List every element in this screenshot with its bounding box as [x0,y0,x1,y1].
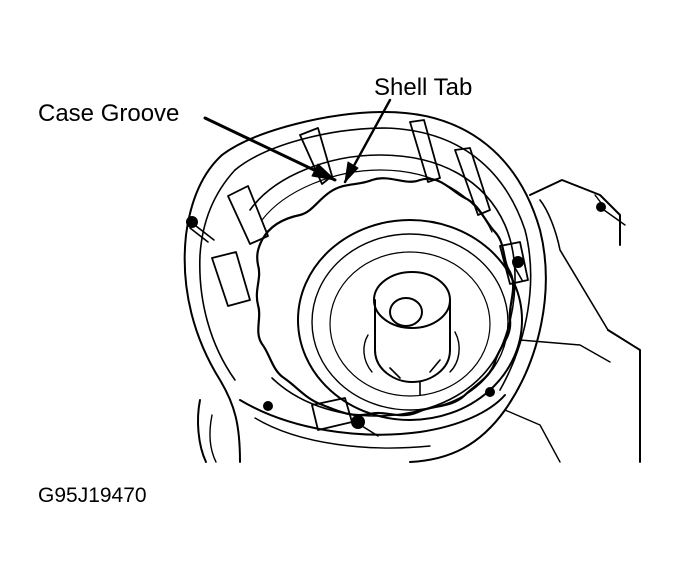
case-groove-leader [203,116,337,182]
case-groove-ring [249,154,516,417]
figure-id: G95J19470 [38,484,147,507]
case-housing [183,111,641,463]
shell-tab-label: Shell Tab [374,74,473,101]
center-hub [363,271,460,396]
center-plate [297,219,523,421]
case-groove-label: Case Groove [38,100,180,127]
shell-with-tabs [211,119,529,431]
case-groove-arrowhead [311,163,336,181]
callout-leaders [203,98,392,184]
shell-tab-arrowhead [344,161,359,183]
rim-pins [186,216,524,437]
